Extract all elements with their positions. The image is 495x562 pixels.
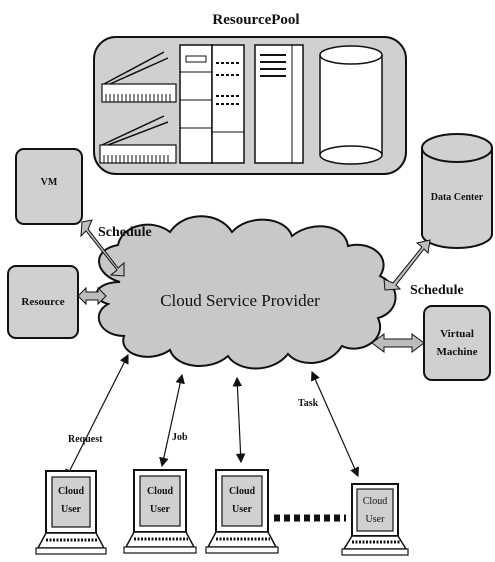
- cloud-user-4-line2: User: [366, 514, 386, 525]
- rack-server-icon: [179, 44, 213, 164]
- vm-cloud-arrow: [80, 219, 125, 277]
- cloud-user-3-line2: User: [232, 504, 253, 515]
- virtualmachine-cloud-arrow: [371, 333, 425, 353]
- cloud-user-1-line2: User: [61, 504, 82, 515]
- rack-server-icon-2: [211, 44, 245, 164]
- resource-label: Resource: [21, 296, 64, 308]
- virtual-machine-label-line2: Machine: [437, 346, 478, 358]
- virtual-machine-box: [423, 305, 491, 381]
- user3-arrow: [232, 376, 246, 464]
- cloud-user-2-line2: User: [150, 504, 171, 515]
- virtual-machine-label-line1: Virtual: [440, 328, 474, 340]
- request-arrow: [65, 353, 129, 480]
- laptop-icon-2: [123, 469, 197, 554]
- vm-label: VM: [41, 177, 58, 188]
- schedule-label-right: Schedule: [410, 283, 464, 298]
- request-label: Request: [68, 434, 103, 445]
- blade-server-icon: [101, 51, 177, 103]
- vm-box: [15, 148, 83, 225]
- task-arrow: [311, 370, 359, 478]
- resource-cloud-arrow: [77, 286, 107, 306]
- cloud-user-2-line1: Cloud: [147, 486, 174, 497]
- resource-box: [7, 265, 79, 339]
- job-label: Job: [172, 432, 188, 443]
- schedule-label-left: Schedule: [98, 225, 152, 240]
- laptop-icon-4: [341, 483, 409, 556]
- data-center-label: Data Center: [431, 192, 484, 203]
- tower-server-icon: [254, 44, 304, 164]
- datacenter-cloud-arrow: [383, 239, 431, 291]
- resource-pool-title: ResourcePool: [212, 12, 299, 28]
- laptop-icon: [35, 470, 107, 555]
- cloud-service-provider-shape: [95, 215, 397, 370]
- storage-cylinder-icon: [319, 45, 383, 165]
- task-label: Task: [298, 398, 319, 409]
- cloud-user-4-line1: Cloud: [363, 496, 387, 507]
- cloud-service-provider-label: Cloud Service Provider: [160, 291, 320, 310]
- cloud-user-1-line1: Cloud: [58, 486, 85, 497]
- cloud-user-3-line1: Cloud: [229, 486, 256, 497]
- blade-server-icon-2: [99, 115, 177, 164]
- job-arrow: [159, 373, 185, 468]
- laptop-icon-3: [205, 469, 279, 554]
- data-center-icon: [421, 133, 493, 249]
